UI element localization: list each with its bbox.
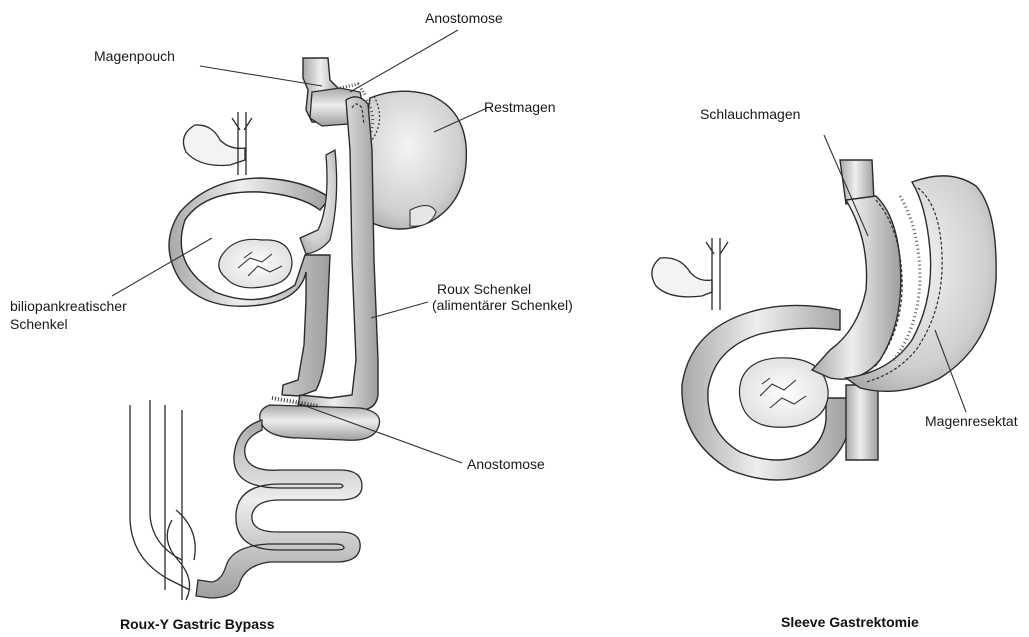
label-biliopankreatisch-1: biliopankreatischer <box>10 298 127 315</box>
sleeve-drawing <box>652 160 996 480</box>
label-magenpouch: Magenpouch <box>94 48 175 65</box>
label-biliopankreatisch-2: Schenkel <box>10 316 68 333</box>
label-anostomose-bottom: Anostomose <box>467 456 545 473</box>
label-magenresektat: Magenresektat <box>925 413 1018 430</box>
gallbladder-right <box>652 238 728 310</box>
title-roux-y: Roux-Y Gastric Bypass <box>120 616 275 632</box>
label-roux-2: (alimentärer Schenkel) <box>432 297 573 314</box>
label-roux-1: Roux Schenkel <box>437 281 531 298</box>
pancreas <box>219 239 292 287</box>
label-restmagen: Restmagen <box>484 99 556 116</box>
sleeve-stomach <box>812 196 901 379</box>
colon <box>130 400 195 600</box>
small-intestine <box>196 405 380 598</box>
label-anostomose-top: Anostomose <box>425 10 503 27</box>
label-schlauchmagen: Schlauchmagen <box>700 106 800 123</box>
title-sleeve: Sleeve Gastrektomie <box>781 614 919 630</box>
gallbladder <box>183 112 252 175</box>
roux-y-drawing <box>130 58 466 600</box>
